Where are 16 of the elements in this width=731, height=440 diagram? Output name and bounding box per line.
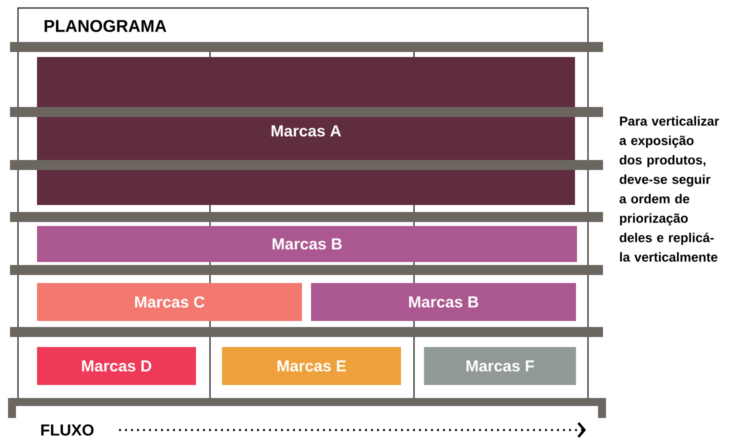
product-block [37, 347, 196, 385]
product-block [222, 347, 401, 385]
product-block [37, 283, 302, 321]
title: PLANOGRAMA [44, 20, 166, 32]
block-label: Marcas F [466, 360, 534, 372]
product-block [424, 347, 576, 385]
block-label: Marcas C [135, 296, 204, 308]
block-label: Marcas D [82, 360, 152, 372]
product-block [37, 226, 577, 262]
block-label: Marcas B [272, 238, 342, 250]
product-block [311, 283, 576, 321]
block-label: Marcas A [272, 125, 341, 137]
block-label: Marcas E [278, 360, 346, 372]
side-note: Para verticalizar a exposição dos produtos, deve-se seguir a ordem de priorização deles e replicá-la verticalmente [620, 116, 720, 262]
flow-label: FLUXO [41, 424, 94, 436]
block-label: Marcas B [409, 296, 478, 308]
